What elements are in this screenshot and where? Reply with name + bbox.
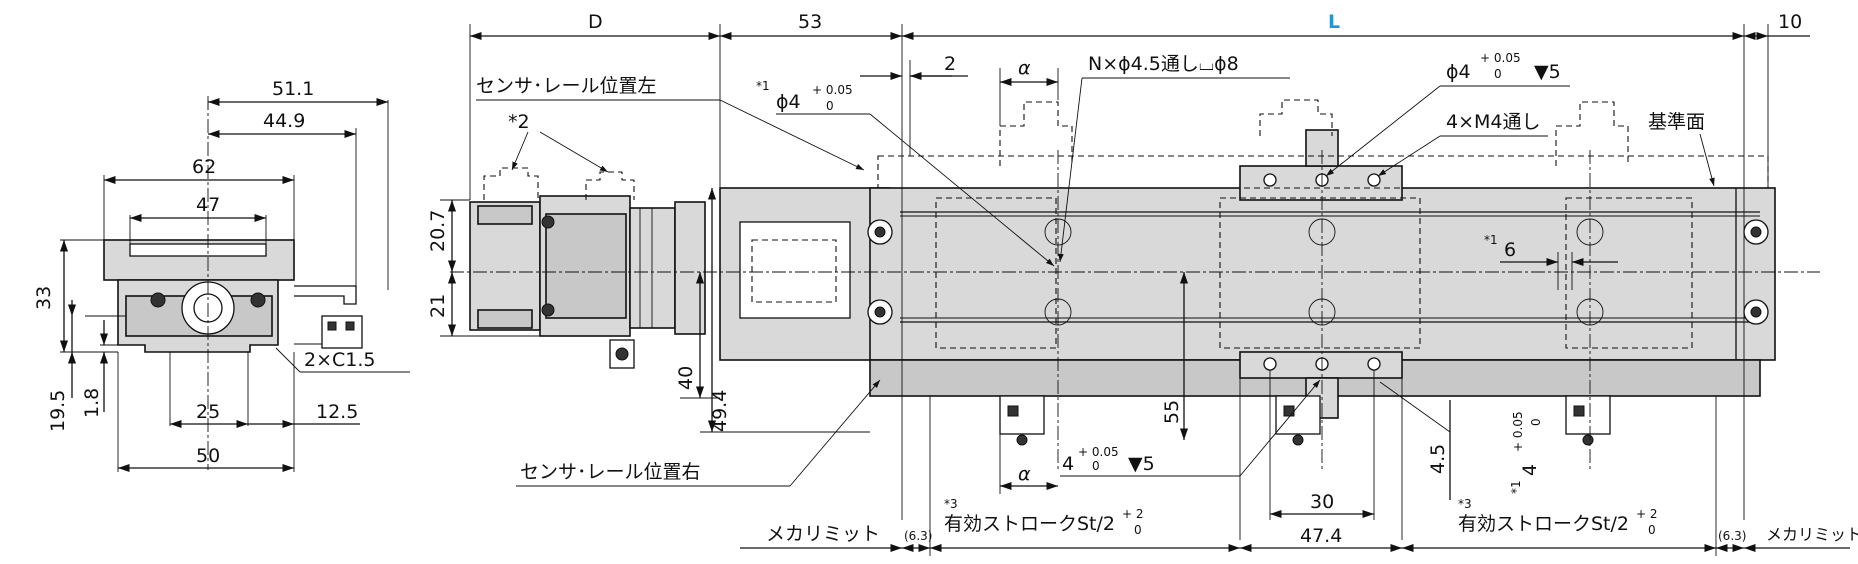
note-1-vertical: *1 (1509, 480, 1523, 494)
label-chamfer: 2×C1.5 (304, 349, 376, 371)
end-view-bolt-right (250, 292, 266, 308)
dim-50: 50 (196, 445, 220, 467)
svg-text:0: 0 (826, 99, 834, 113)
end-view-sensor-bracket (294, 285, 357, 305)
end-view-bolt-left (150, 292, 166, 308)
dim-21: 21 (427, 294, 449, 318)
dim-33: 33 (33, 286, 55, 310)
dim-51-1: 51.1 (272, 78, 314, 100)
dim-55: 55 (1161, 400, 1183, 424)
note-1-mid: *1 (1484, 233, 1498, 247)
label-sensor-rail-right: センサ･レール位置右 (520, 461, 701, 483)
dim-l: L (1328, 11, 1340, 33)
dim-alpha-top: α (1018, 57, 1031, 79)
dim-53: 53 (798, 11, 822, 33)
dim-44-9: 44.9 (263, 110, 305, 132)
dim-alpha-bottom: α (1018, 463, 1031, 485)
dim-12-5: 12.5 (316, 401, 358, 423)
note-3-left: *3 (944, 497, 958, 511)
dim-6-3-right: (6.3) (1718, 529, 1746, 543)
label-depth-5-bottom: ▼5 (1128, 453, 1155, 475)
label-m4-thru: 4×M4通し (1446, 111, 1541, 133)
label-sensor-rail-left: センサ･レール位置左 (476, 75, 657, 97)
svg-text:0: 0 (1494, 67, 1502, 81)
note-2: *2 (508, 111, 530, 133)
svg-text:0: 0 (1134, 523, 1142, 537)
dim-4-bottom: 4 (1062, 453, 1074, 475)
svg-text:+ 0.05: + 0.05 (1480, 51, 1521, 65)
side-view: *2 (427, 11, 1858, 556)
dim-40: 40 (675, 366, 697, 390)
dim-4-vertical: 4 (1519, 464, 1541, 476)
dim-10: 10 (1778, 11, 1802, 33)
bottom-sensors (999, 395, 1611, 446)
dim-47: 47 (196, 194, 220, 216)
svg-text:+ 0.05: + 0.05 (1078, 445, 1119, 459)
dim-49-4: 49.4 (709, 390, 731, 432)
motor-flange (629, 207, 676, 329)
label-mecha-limit-left: メカリミット (766, 523, 880, 545)
end-view-connector (321, 315, 363, 349)
svg-text:0: 0 (1529, 418, 1543, 426)
svg-text:+ 0.05: + 0.05 (812, 83, 853, 97)
dim-19-5: 19.5 (47, 390, 69, 432)
dim-20-7: 20.7 (427, 210, 449, 252)
svg-text:0: 0 (1092, 459, 1100, 473)
note-3-right: *3 (1458, 497, 1472, 511)
label-effective-stroke-left: 有効ストロークSt/2 (944, 513, 1115, 535)
label-depth-5: ▼5 (1534, 61, 1561, 83)
label-phi4-right: ϕ4 (1446, 61, 1471, 83)
dim-1-8: 1.8 (81, 388, 103, 418)
dim-6: 6 (1504, 239, 1516, 261)
dim-6-3-left: (6.3) (904, 529, 932, 543)
end-view-slot (129, 243, 267, 257)
dim-25: 25 (196, 401, 220, 423)
dim-d: D (588, 11, 603, 33)
svg-text:+ 0.05: + 0.05 (1511, 411, 1525, 452)
dim-4-5: 4.5 (1427, 444, 1449, 474)
label-ref-face: 基準面 (1648, 111, 1705, 133)
svg-text:+ 2: + 2 (1636, 507, 1658, 521)
rail-body (869, 187, 1776, 361)
dim-62: 62 (192, 156, 216, 178)
note-1-top: *1 (756, 79, 770, 93)
label-effective-stroke-right: 有効ストロークSt/2 (1458, 513, 1629, 535)
dim-30: 30 (1310, 491, 1334, 513)
end-view: 51.1 44.9 62 47 33 19.5 1.8 25 12.5 50 (33, 78, 410, 473)
end-block-window (739, 221, 851, 319)
label-phi4-left: ϕ4 (776, 91, 801, 113)
dim-47-4: 47.4 (1300, 525, 1342, 547)
label-hole-spec: N×ϕ4.5通し⌴ϕ8 (1088, 53, 1239, 75)
dim-2: 2 (944, 53, 956, 75)
svg-text:0: 0 (1648, 523, 1656, 537)
svg-text:+ 2: + 2 (1122, 507, 1144, 521)
label-mecha-limit-right: メカリミット (1766, 525, 1858, 544)
